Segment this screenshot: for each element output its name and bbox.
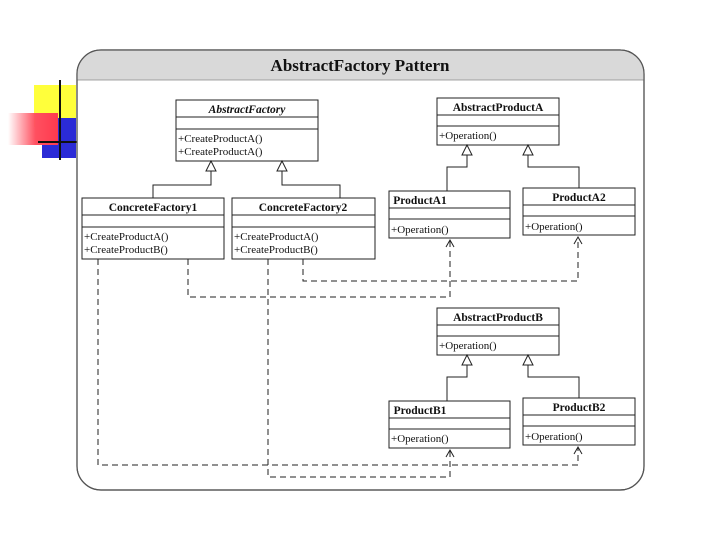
class-name: AbstractProductB	[453, 312, 543, 324]
class-name: ProductB2	[553, 402, 606, 414]
class-name: ProductA1	[393, 195, 447, 207]
inheritance-products-a	[446, 143, 580, 191]
inheritance-factories	[152, 159, 341, 198]
class-abstract-product-b: AbstractProductB +Operation()	[436, 307, 560, 356]
method: +Operation()	[439, 130, 497, 142]
method: +Operation()	[391, 224, 449, 236]
class-concrete-factory-1: ConcreteFactory1 +CreateProductA() +Crea…	[81, 197, 225, 260]
class-name: ConcreteFactory2	[259, 202, 348, 214]
class-abstract-factory: AbstractFactory +CreateProductA() +Creat…	[175, 99, 319, 162]
method: +CreateProductA()	[84, 231, 169, 243]
dependency-factory1-to-a1	[187, 238, 455, 298]
method: +CreateProductB()	[84, 244, 168, 256]
class-name: AbstractFactory	[208, 104, 287, 116]
diagram-frame-border	[76, 49, 645, 491]
decorative-red-bar	[8, 113, 58, 145]
dependency-factory1-to-b2	[97, 259, 583, 466]
class-name: ProductB1	[394, 405, 447, 417]
method: +CreateProductB()	[234, 244, 318, 256]
method: +Operation()	[525, 221, 583, 233]
class-product-b1: ProductB1 +Operation()	[388, 400, 511, 449]
dependency-factory2-to-b1	[267, 259, 455, 478]
title-band	[77, 50, 644, 80]
method: +CreateProductA()	[178, 146, 263, 158]
method: +CreateProductA()	[234, 231, 319, 243]
method: +Operation()	[439, 340, 497, 352]
class-abstract-product-a: AbstractProductA +Operation()	[436, 97, 560, 146]
class-concrete-factory-2: ConcreteFactory2 +CreateProductA() +Crea…	[231, 197, 376, 260]
class-name: ConcreteFactory1	[109, 202, 198, 214]
decorative-vertical-line	[59, 80, 61, 160]
class-product-b2: ProductB2 +Operation()	[522, 397, 636, 446]
diagram-title: AbstractFactory Pattern	[271, 56, 450, 75]
class-name: ProductA2	[552, 192, 606, 204]
inheritance-products-b	[446, 353, 580, 401]
method: +Operation()	[525, 431, 583, 443]
decorative-horizontal-line	[38, 141, 78, 143]
class-product-a1: ProductA1 +Operation()	[388, 190, 511, 239]
dependency-factory2-to-a2	[302, 235, 583, 282]
class-product-a2: ProductA2 +Operation()	[522, 187, 636, 236]
class-name: AbstractProductA	[453, 102, 544, 114]
method: +CreateProductA()	[178, 133, 263, 145]
method: +Operation()	[391, 433, 449, 445]
